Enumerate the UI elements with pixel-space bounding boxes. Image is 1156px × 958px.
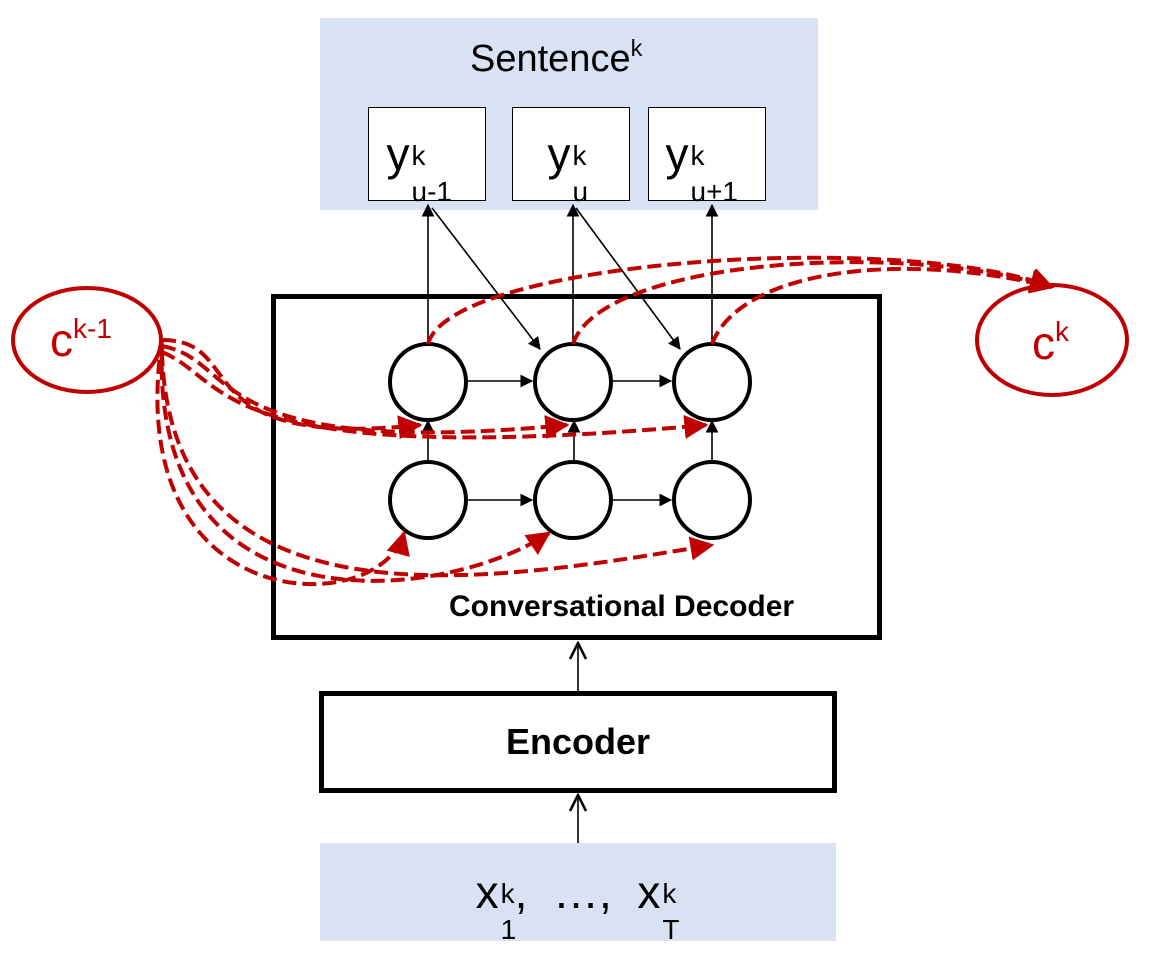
output-token-current-sub: u <box>572 176 589 207</box>
rnn-node-top-2 <box>533 342 613 422</box>
context-flow-to-top3 <box>161 350 709 440</box>
rnn-node-top-3 <box>672 342 752 422</box>
rnn-node-bottom-1 <box>388 460 468 540</box>
output-token-prev-base: y <box>386 128 410 180</box>
input-first-sub: 1 <box>500 914 517 945</box>
rnn-node-bottom-3 <box>672 460 752 540</box>
sentence-label: Sentencek <box>470 36 642 80</box>
input-last-base: x <box>637 866 661 918</box>
output-token-prev-sup: k <box>411 140 426 171</box>
rnn-node-bottom-2 <box>533 460 613 540</box>
sentence-word: Sentence <box>470 38 631 80</box>
context-next-sup: k <box>1055 316 1069 347</box>
context-next-label: ck <box>1032 317 1069 369</box>
output-token-next-sub: u+1 <box>690 176 739 207</box>
encoder-box: Encoder <box>319 691 837 793</box>
input-last-sup: k <box>662 878 677 909</box>
edge-ycur-to-top3 <box>575 207 681 351</box>
context-flow-top3-out <box>710 266 1055 345</box>
conversational-decoder-label: Conversational Decoder <box>449 590 795 623</box>
context-flow-to-bot1 <box>155 339 410 587</box>
context-flow-top2-out <box>571 260 1055 345</box>
context-prev-base: c <box>50 314 73 366</box>
context-prev-label: ck-1 <box>50 314 112 366</box>
output-token-next-sup: k <box>690 140 705 171</box>
context-flow-to-bot2 <box>159 345 551 583</box>
input-first-sup: k <box>500 878 515 909</box>
output-token-prev-sub: u-1 <box>411 176 452 207</box>
input-ellipsis: , …, <box>514 866 638 918</box>
context-next-base: c <box>1032 317 1055 369</box>
output-token-next-base: y <box>665 128 689 180</box>
rnn-node-top-1 <box>388 342 468 422</box>
conversational-decoder-box <box>271 294 882 640</box>
context-flow-to-top2 <box>161 344 570 439</box>
output-token-current-sup: k <box>572 140 587 171</box>
edge-yprev-to-top2 <box>431 207 541 351</box>
context-prev-sup: k-1 <box>73 313 112 344</box>
sentence-superscript: k <box>630 34 643 61</box>
output-token-current-base: y <box>547 128 571 180</box>
context-flow-to-bot3 <box>160 351 715 578</box>
input-last-sub: T <box>662 914 680 945</box>
encoder-label: Encoder <box>505 721 651 762</box>
input-first-base: x <box>475 866 499 918</box>
